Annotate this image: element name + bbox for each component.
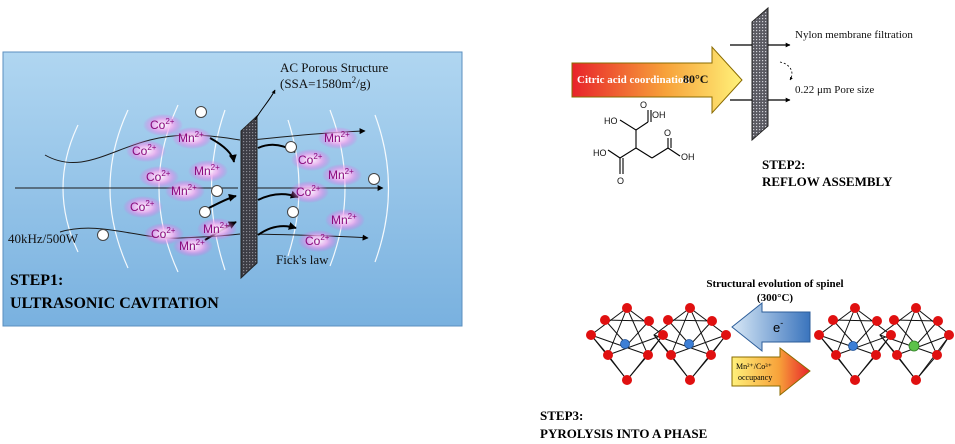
bubble	[211, 185, 223, 197]
svg-text:O: O	[640, 100, 647, 110]
step1-title-line2: ULTRASONIC CAVITATION	[10, 295, 219, 312]
step3-title-line2: PYROLYSIS INTO A PHASE	[540, 426, 707, 441]
center-cation-green	[908, 340, 920, 352]
citric-acid-arrow	[571, 45, 743, 115]
atoms-left	[586, 303, 731, 385]
svg-text:O: O	[664, 128, 671, 138]
occupancy-label-line1: Mn²⁺/Co³⁺	[736, 362, 772, 371]
bubble	[368, 173, 380, 185]
svg-text:HO: HO	[593, 148, 607, 158]
citric-acid-structure	[607, 110, 681, 174]
bubble	[195, 106, 207, 118]
nylon-membrane	[751, 6, 769, 142]
ultrasound-label: 40kHz/500W	[8, 231, 79, 246]
svg-text:O: O	[617, 176, 624, 186]
ion-mn: Mn2+	[171, 183, 197, 198]
temperature-label: 80°C	[683, 72, 708, 86]
step3-heading-line1: Structural evolution of spinel	[706, 278, 843, 290]
electron-transfer-arrow	[731, 301, 811, 353]
ion-mn: Mn2+	[178, 130, 204, 145]
ion-labels: Co2+ Mn2+ Co2+ Mn2+ Co2+ Mn2+ Co2+ Mn2+ …	[130, 117, 357, 253]
center-cation-blue	[684, 339, 694, 349]
step1-title-line1: STEP1:	[10, 272, 63, 289]
svg-text:OH: OH	[681, 152, 695, 162]
spinel-structure-left	[590, 306, 727, 381]
ion-glows	[123, 114, 365, 257]
bubble	[285, 141, 297, 153]
ion-mn: Mn2+	[194, 163, 220, 178]
ion-mn: Mn2+	[328, 167, 354, 182]
ac-label-pointer	[254, 89, 276, 121]
citric-acid-label: Citric acid coordination	[577, 74, 689, 86]
step3-section: Structural evolution of spinel (300°C)	[540, 278, 954, 441]
step1-panel: Co2+ Mn2+ Co2+ Mn2+ Co2+ Mn2+ Co2+ Mn2+ …	[2, 51, 463, 327]
step2-title-line2: REFLOW ASSEMBLY	[762, 174, 893, 189]
ac-label-line2: (SSA=1580m2/g)	[280, 75, 371, 91]
svg-text:OH: OH	[652, 110, 666, 120]
ion-co: Co2+	[151, 226, 176, 241]
ion-mn: Mn2+	[179, 238, 205, 253]
ion-co: Co2+	[130, 199, 155, 214]
step2-title-line1: STEP2:	[762, 157, 805, 172]
ion-co: Co2+	[150, 117, 175, 132]
svg-text:HO: HO	[604, 116, 618, 126]
ion-co: Co2+	[132, 143, 157, 158]
ion-mn: Mn2+	[331, 212, 357, 227]
center-cation-blue	[620, 339, 630, 349]
spinel-structure-right	[818, 306, 951, 381]
ion-co: Co2+	[146, 169, 171, 184]
ion-co: Co2+	[296, 184, 321, 199]
step2-section: Citric acid coordination 80°C Nylon memb…	[571, 6, 913, 189]
molecule-labels: O OH HO HO O O OH	[593, 100, 695, 186]
bubble	[287, 206, 299, 218]
center-cation-blue	[848, 341, 858, 351]
occupancy-label-line2: occupancy	[738, 373, 772, 382]
electron-label: e-	[773, 318, 783, 335]
ficks-law-label: Fick's law	[276, 252, 329, 267]
cavitation-bubbles	[97, 106, 380, 241]
membrane-label: Nylon membrane filtration	[795, 29, 913, 41]
ion-mn: Mn2+	[324, 130, 350, 145]
atoms-right	[814, 303, 954, 385]
ion-co: Co2+	[305, 233, 330, 248]
bubble	[97, 229, 109, 241]
ion-mn: Mn2+	[203, 221, 229, 236]
ac-label-line1: AC Porous Structure	[280, 60, 389, 75]
filtration-flow	[730, 42, 791, 103]
occupancy-arrow	[731, 346, 811, 397]
pore-size-label: 0.22 μm Pore size	[795, 84, 874, 96]
step3-heading-line2: (300°C)	[757, 292, 794, 304]
ac-porous-membrane	[240, 114, 258, 280]
step3-title-line1: STEP3:	[540, 408, 583, 423]
ion-co: Co2+	[298, 152, 323, 167]
pore-pointer	[779, 61, 793, 81]
step1-background	[2, 51, 463, 327]
bubble	[199, 206, 211, 218]
